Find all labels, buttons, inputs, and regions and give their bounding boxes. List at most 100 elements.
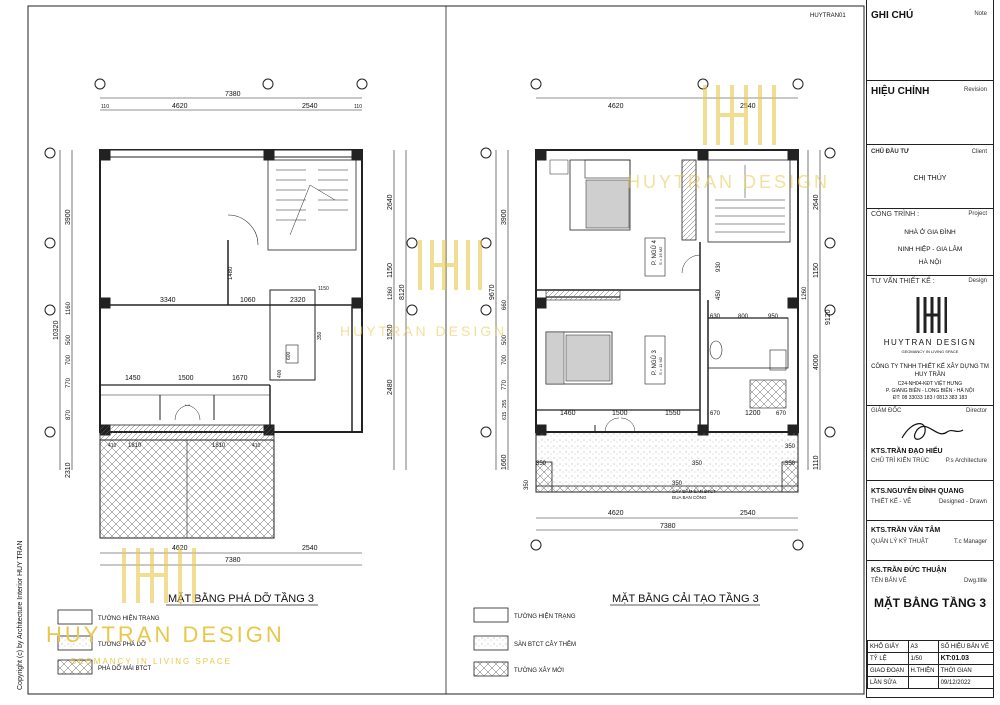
dim-text: 500 [66,334,72,345]
dim-text: 1810 [212,443,226,449]
project-line: NHÀ Ở GIA ĐÌNH [904,229,956,236]
dim-text: 3900 [65,209,72,225]
dim-text: 2320 [290,297,306,304]
dim-text: 4620 [608,510,624,517]
left-plan-dims: 7380 4620 2540 110 110 4620 7380 2540 33… [53,91,406,564]
dim-text: 1460 [560,410,576,417]
time-label: THỜI GIAN [937,664,995,677]
revision-en: Revision [963,87,987,93]
dim-text: 350 [672,481,683,487]
architect-label: CHỦ TRÌ KIẾN TRÚC [871,458,930,464]
design-label: TƯ VẤN THIẾT KẾ : [871,278,935,285]
client-name: CHỊ THÚY [913,175,947,182]
legend-label: TƯỜNG XÂY MỚI [514,667,564,674]
director-signature [901,423,964,440]
manager-en: T.c Manager [953,539,987,545]
dim-text: 630 [710,314,721,320]
project-line: HÀ NỘI [918,259,942,266]
dim-text: 350 [785,444,796,450]
rev-value [907,676,939,689]
left-plan-title: MẶT BẰNG PHÁ DỠ TẦNG 3 [168,592,314,605]
dim-text: 1150 [387,263,394,278]
dim-text: 350 [692,461,703,467]
logo-tagline: GEOMANCY IN LIVING SPACE [901,349,959,354]
drawn-label: THIẾT KẾ - VẼ [871,499,912,505]
room-label: P. NGỦ 4 [651,239,658,265]
plan-note: ĐUA BAN CÔNG [672,494,707,500]
logo-text: HUYTRAN DESIGN [883,338,977,347]
client-label: CHỦ ĐẦU TƯ [871,149,909,155]
dim-text: 1500 [612,410,628,417]
drawing-title: MẶT BẰNG TẦNG 3 [874,596,986,610]
project-line: NINH HIỆP - GIA LÂM [897,246,963,253]
title-grid: KHỔ GIẤY A3 SỐ HIỆU BẢN VẼ TỶ LỆ 1/50 KT… [867,640,995,689]
dim-text: 870 [66,409,72,420]
divider [867,520,993,521]
legend-label: PHÁ DỠ MÁI BTCT [98,665,151,672]
dim-text: 1500 [178,375,194,382]
dim-text: 600 [286,351,292,360]
watermark-tagline: GEOMANCY IN LIVING SPACE [70,657,232,666]
project-en: Project [968,211,987,217]
paper-value: A3 [907,640,939,653]
dim-text: 110 [101,104,109,110]
manager-name: KTS.TRẦN VĂN TÂM [871,527,941,534]
director-en: Director [965,408,987,414]
room-label: P. NGỦ 3 [651,349,658,375]
dim-text: 500 [502,334,508,345]
divider [867,208,993,209]
dim-text: 255 [502,399,508,408]
dim-text: 2640 [387,194,394,210]
dim-text: 615 [502,411,508,420]
note-label: GHI CHÚ [871,10,914,21]
divider [867,480,993,481]
project-label: CÔNG TRÌNH : [871,211,920,218]
dim-text: 1160 [66,301,72,315]
room-area: S = 11 M2 [658,356,663,375]
dim-text: 660 [502,299,508,310]
divider [867,405,993,406]
dim-text: 950 [768,314,779,320]
dim-text: 1150 [813,263,820,278]
dim-text: 9120 [825,309,832,325]
dim-text: 800 [738,314,749,320]
dim-text: 2540 [740,510,756,517]
engineer-name: KS.TRẦN ĐỨC THUẬN [871,567,947,574]
checked-label: GIAO ĐOẠN [867,664,909,677]
architect-en: P.s Architecture [945,458,987,464]
dim-text: 4620 [608,103,624,110]
dim-text: 1200 [745,410,761,417]
dim-text: 8120 [399,284,406,300]
dim-text: 400 [277,369,283,378]
dim-text: 7380 [225,557,241,564]
scale-label: TỶ LỆ [867,652,909,665]
design-en: Design [968,278,987,284]
dim-text: 2640 [813,194,820,210]
paper-label: KHỔ GIẤY [867,640,909,653]
dim-text: 700 [66,354,72,365]
legend-label: TƯỜNG HIỆN TRẠNG [514,612,576,620]
title-block: GHI CHÚ Note HIỆU CHỈNH Revision CHỦ ĐẦU… [866,0,995,698]
dim-text: 1810 [128,443,142,449]
note-en: Note [974,11,987,17]
company-line: HUY TRẦN [914,372,946,378]
left-plan [44,78,418,566]
dim-text: 350 [536,461,547,467]
divider [867,560,993,561]
drawn-en: Designed - Drawn [938,499,987,505]
company-line: C24-NH04-KĐT VIỆT HƯNG [897,381,963,387]
legend-label: SÀN BTCT CÂY THÊM [514,640,576,648]
dim-text: 9670 [489,284,496,300]
dwg-title-label: TÊN BẢN VẼ [871,578,907,584]
dim-text: 670 [776,411,787,417]
watermark-brand-main: HUYTRAN DESIGN [46,622,285,647]
dim-text: 350 [524,479,530,490]
watermark-brand: HUYTRAN DESIGN [340,323,507,339]
legend-label: TƯỜNG HIỆN TRẠNG [98,614,160,622]
dim-text: 4620 [172,103,188,110]
dim-text: 10320 [53,320,60,340]
dim-text: 450 [716,289,722,300]
dim-text: 1450 [125,375,141,382]
dim-text: 770 [66,377,72,388]
